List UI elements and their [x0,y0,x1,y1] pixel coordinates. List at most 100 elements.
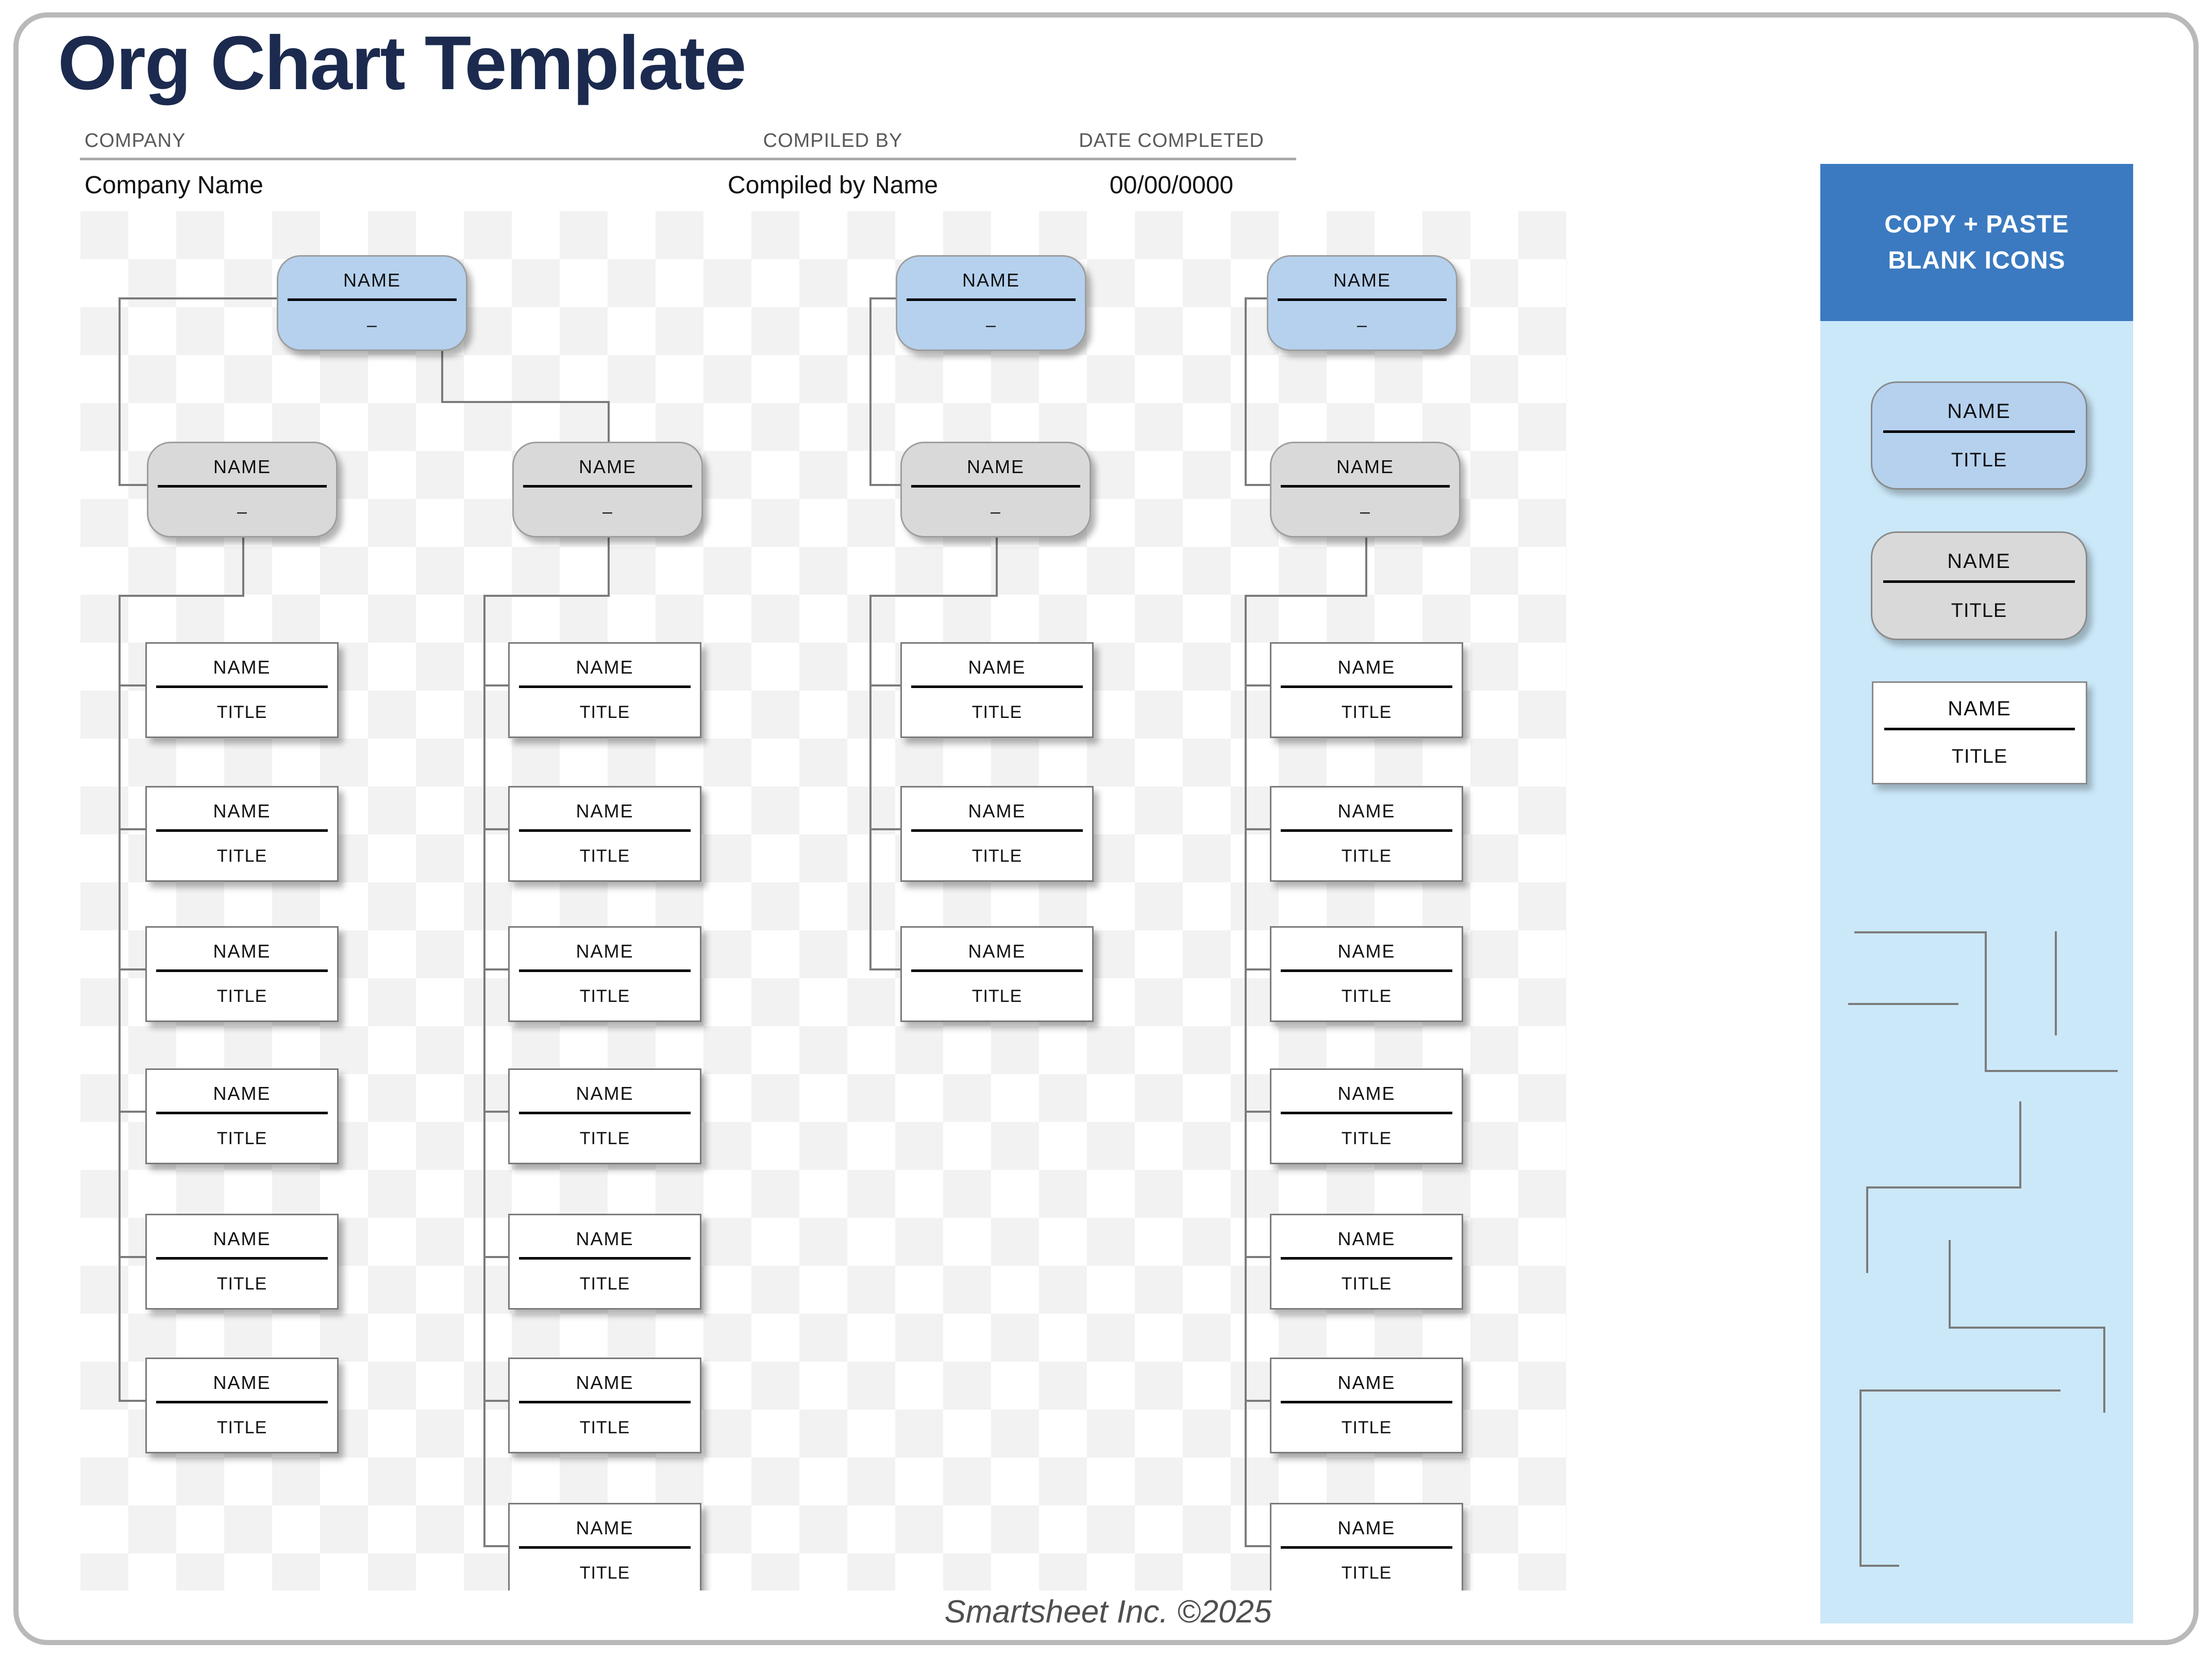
box-sub-label: – [1360,501,1370,522]
sample-box-white[interactable]: NAME TITLE [1872,681,2087,784]
box-divider [519,829,691,832]
connector-segment [119,484,149,486]
box-name-label: NAME [1337,1517,1396,1538]
box-sub-label: TITLE [971,702,1023,722]
box-divider [156,1257,328,1260]
org-box-blue[interactable]: NAME– [277,255,467,351]
org-box-gray[interactable]: NAME– [147,442,338,538]
sample-box-gray[interactable]: NAME TITLE [1871,531,2087,640]
box-sub-label: TITLE [579,986,630,1006]
connector-segment [119,1400,147,1402]
connector-segment [119,595,244,597]
box-divider [1281,1112,1452,1114]
box-name-label: NAME [1337,800,1396,822]
box-name-label: NAME [1947,550,2011,573]
connector-segment [1245,1111,1272,1113]
connector-segment [869,484,902,486]
box-divider [1281,1546,1452,1549]
box-divider [1281,1401,1452,1403]
connector-icon-segment[interactable] [2103,1327,2105,1413]
box-name-label: NAME [1333,270,1391,291]
box-divider [1278,298,1447,301]
sample-box-blue[interactable]: NAME TITLE [1871,381,2087,490]
sidebar-header: COPY + PASTE BLANK ICONS [1820,164,2133,321]
box-divider [158,485,327,488]
connector-icon-segment[interactable] [1866,1186,1868,1273]
connector-segment [119,297,279,299]
connector-icon-segment[interactable] [2055,931,2057,1035]
connector-icon-segment[interactable] [2019,1101,2021,1188]
box-name-label: NAME [968,800,1026,822]
connector-icon-segment[interactable] [1859,1389,1862,1567]
header-divider-rule [80,158,1296,160]
box-sub-label: TITLE [216,1274,267,1294]
connector-segment [869,684,902,686]
connector-icon-segment[interactable] [1949,1240,1951,1329]
connector-icon-segment[interactable] [1859,1565,1899,1567]
sidebar-blank-icons-panel [1820,321,2133,1623]
connector-icon-segment[interactable] [1949,1327,2105,1329]
connector-segment [483,595,485,1547]
box-sub-label: TITLE [1341,986,1392,1006]
box-sub-label: TITLE [216,702,267,722]
box-sub-label: – [986,315,996,335]
connector-segment [483,684,510,686]
box-divider [1281,969,1452,972]
box-name-label: NAME [962,270,1020,291]
box-name-label: NAME [576,1372,634,1393]
date-completed-value-field[interactable]: 00/00/0000 [1109,172,1234,199]
connector-segment [483,1256,510,1258]
box-name-label: NAME [1337,1228,1396,1249]
connector-icon-segment[interactable] [1854,931,1987,933]
org-box-gray[interactable]: NAME– [512,442,703,538]
connector-segment [869,297,872,486]
connector-segment [1245,595,1247,1547]
compiled-by-value-field[interactable]: Compiled by Name [727,172,939,199]
connector-icon-segment[interactable] [1859,1389,2060,1392]
box-sub-label: TITLE [1341,1417,1392,1437]
org-box-blue[interactable]: NAME – [896,255,1086,351]
box-divider [156,1112,328,1114]
box-name-label: NAME [576,657,634,678]
connector-icon-segment[interactable] [1985,1070,2118,1072]
company-value-field[interactable]: Company Name [85,172,263,199]
connector-segment [1365,538,1367,597]
connector-icon-segment[interactable] [1866,1186,2021,1188]
connector-segment [483,1545,510,1547]
connector-icon-segment[interactable] [1985,931,1987,1072]
org-box-gray[interactable]: NAME– [900,442,1091,538]
connector-icon-segment[interactable] [1848,1003,1958,1005]
box-name-label: NAME [1948,697,2012,721]
connector-segment [869,968,902,970]
org-box-blue[interactable]: NAME– [1267,255,1457,351]
box-name-label: NAME [1337,1083,1396,1104]
box-sub-label: TITLE [216,1417,267,1437]
org-box-gray[interactable]: NAME– [1270,442,1461,538]
box-divider [1884,728,2075,731]
box-name-label: NAME [576,1517,634,1538]
connector-segment [242,538,244,597]
